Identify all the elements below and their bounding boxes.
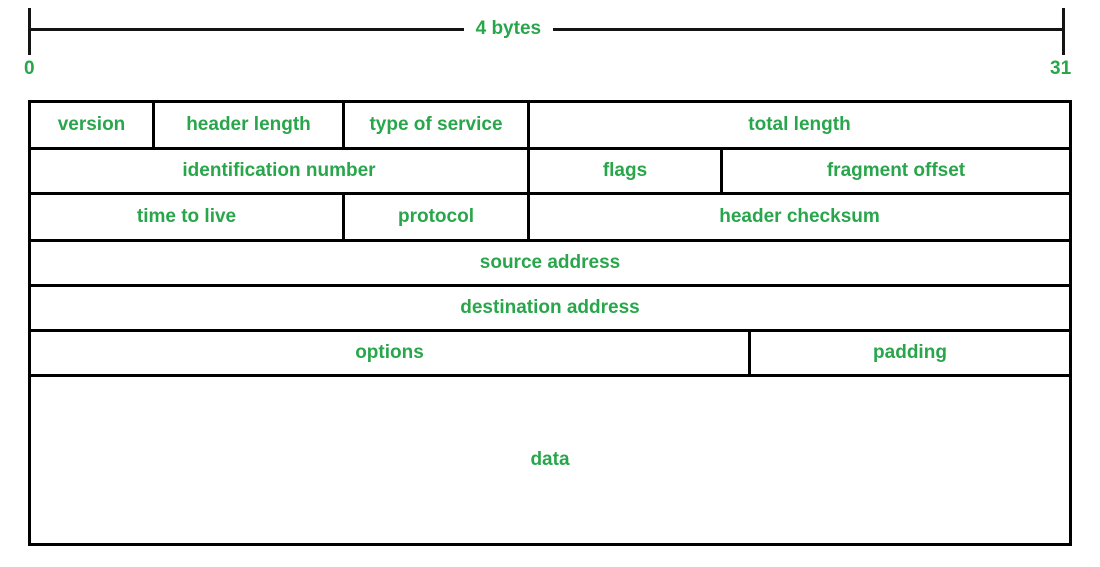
field-identification-number: identification number [31, 150, 530, 192]
field-data: data [530, 449, 570, 470]
bit-label-31: 31 [1050, 58, 1072, 79]
byte-width-ruler: 4 bytes [30, 14, 1064, 44]
field-source-address: source address [479, 252, 621, 273]
ruler-label: 4 bytes [475, 17, 542, 39]
ruler-line-left [30, 27, 464, 31]
field-flags: flags [530, 150, 723, 192]
table-row-5: destination address [31, 287, 1069, 332]
field-version: version [31, 103, 155, 147]
ruler-tick-left [28, 8, 31, 55]
field-time-to-live: time to live [31, 195, 345, 239]
field-type-of-service: type of service [345, 103, 530, 147]
table-row-7: data [31, 377, 1069, 543]
field-total-length: total length [748, 114, 851, 135]
table-row-4: source address [31, 242, 1069, 287]
bit-label-0: 0 [24, 58, 35, 79]
field-destination-address: destination address [460, 297, 640, 318]
table-row-6: options padding [31, 332, 1069, 377]
table-row-3: time to live protocol header checksum [31, 195, 1069, 242]
table-row-2: identification number flags fragment off… [31, 150, 1069, 195]
field-header-length: header length [155, 103, 345, 147]
field-padding: padding [873, 342, 947, 363]
ruler-line-right [553, 27, 1064, 31]
field-options: options [31, 332, 751, 374]
ruler-tick-right [1062, 8, 1065, 55]
table-row-1: version header length type of service to… [31, 103, 1069, 150]
field-protocol: protocol [345, 195, 530, 239]
ipv4-header-table: version header length type of service to… [28, 100, 1072, 546]
field-header-checksum: header checksum [719, 206, 880, 227]
field-fragment-offset: fragment offset [826, 160, 966, 181]
